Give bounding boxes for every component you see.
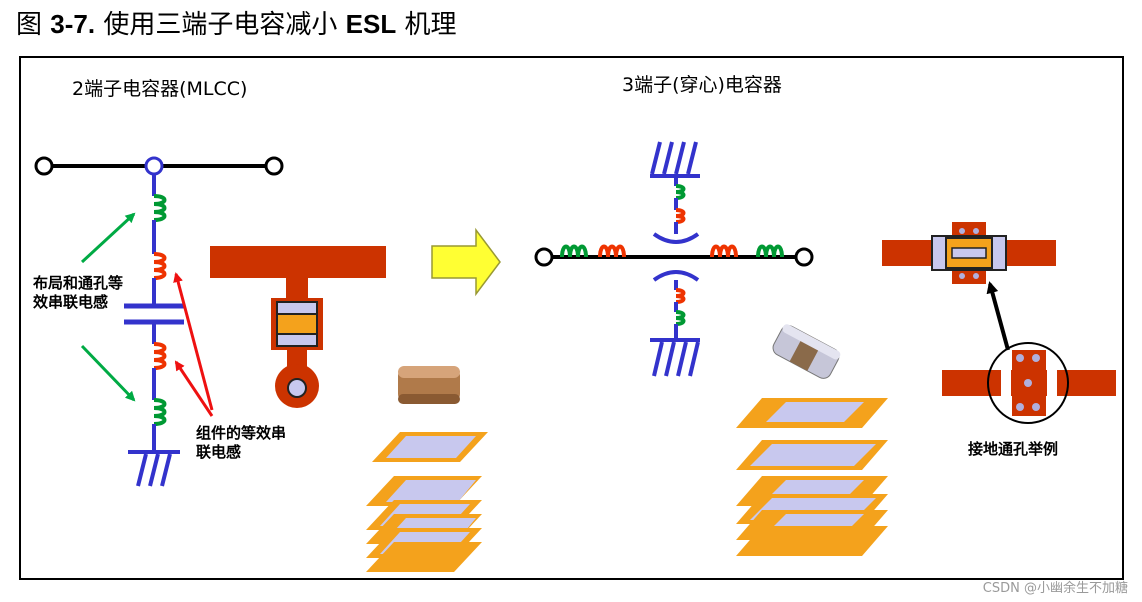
via-example-arrow [986, 281, 1010, 351]
transition-arrow [431, 227, 501, 297]
through-inductor-red-right [710, 244, 738, 258]
two-terminal-pcb-layout [210, 246, 386, 408]
mlcc-layer-stack [366, 432, 488, 572]
component-inductor-top [153, 252, 167, 280]
ground-inductor-green-bottom [675, 310, 686, 326]
left-terminal-node [34, 156, 54, 176]
ground-symbol-top [650, 141, 700, 178]
via-left [287, 378, 307, 398]
parasitic-inductance-note: 布局和通孔等效串联电感 [33, 274, 124, 311]
layout-inductor-bottom [153, 398, 167, 426]
figure-title: 图 3-7. 使用三端子电容减小 ESL 机理 [16, 6, 457, 43]
layout-inductor-top [153, 194, 167, 222]
figure-label: 图 [16, 10, 43, 40]
through-inductor-green-right [756, 244, 784, 258]
figure-title-part1: 使用三端子电容减小 [103, 10, 338, 40]
ground-via-note: 接地通孔举例 [968, 440, 1059, 458]
feedthrough-input-node [534, 247, 554, 267]
two-terminal-schematic [34, 156, 284, 487]
through-inductor-red-left [598, 244, 626, 258]
component-inductor-bottom [153, 342, 167, 370]
watermark: CSDN @小幽余生不加糖 [982, 581, 1128, 596]
feedthrough-plate-bottom [652, 270, 700, 282]
component-arrow-top [173, 272, 214, 411]
ground-inductor-green-top [675, 184, 686, 200]
feedthrough-plate-top [652, 232, 700, 244]
feedthrough-layer-stack [736, 398, 888, 556]
layout-arrow-bottom [80, 344, 136, 402]
diagram-frame [19, 56, 1124, 580]
layout-arrow-top [80, 212, 136, 264]
ground-inductor-red-top [675, 208, 686, 224]
component-inductance-note: 组件的等效串联电感 [196, 424, 287, 461]
two-terminal-heading: 2端子电容器(MLCC) [72, 78, 248, 100]
mlcc-chip-image [398, 366, 460, 404]
three-terminal-schematic [534, 141, 814, 377]
right-terminal-node [264, 156, 284, 176]
ground-symbol-left [128, 450, 180, 487]
component-arrow-bottom [174, 360, 214, 417]
figure-title-part2: 机理 [404, 10, 457, 40]
figure-number: 3-7. [50, 9, 96, 39]
ground-inductor-red-bottom [675, 288, 686, 304]
ground-symbol-bottom [650, 338, 700, 377]
three-terminal-heading: 3端子(穿心)电容器 [622, 74, 782, 96]
feedthrough-output-node [794, 247, 814, 267]
ground-via-example [942, 342, 1116, 424]
figure-title-esl: ESL [345, 9, 397, 39]
through-inductor-green-left [560, 244, 588, 258]
feedthrough-chip-image [772, 324, 841, 379]
junction-node [144, 156, 164, 176]
feedthrough-pcb-layout [882, 222, 1056, 284]
